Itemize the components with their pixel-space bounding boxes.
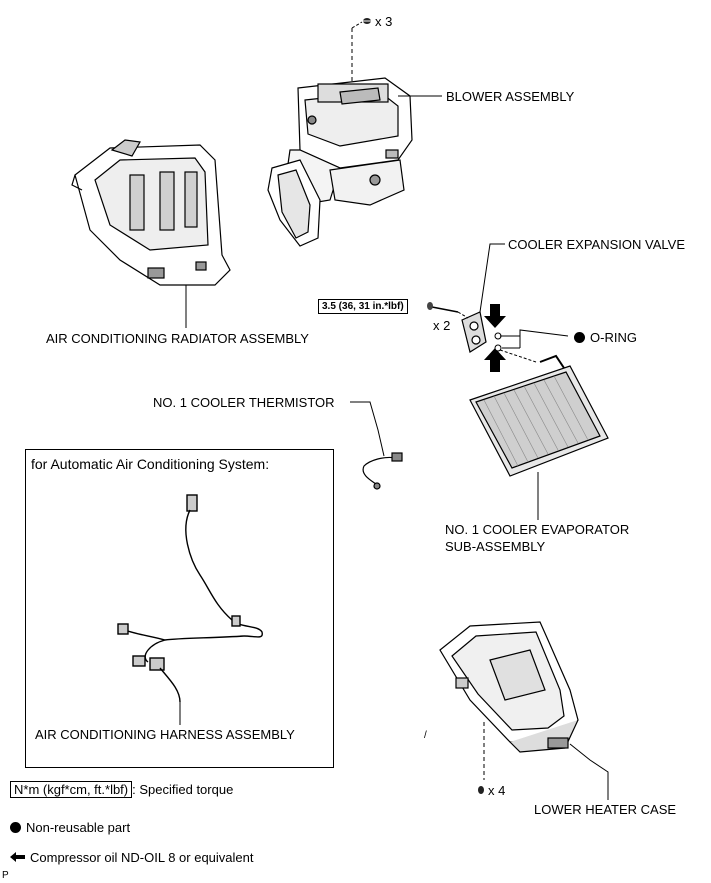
radiator-assembly-drawing bbox=[71, 139, 231, 286]
radiator-assembly-label: AIR CONDITIONING RADIATOR ASSEMBLY bbox=[46, 331, 309, 346]
screw-icon bbox=[362, 18, 372, 24]
leader-line bbox=[350, 401, 385, 457]
arrow-left-icon bbox=[10, 852, 25, 862]
harness-assembly-drawing bbox=[117, 494, 263, 703]
legend-torque: N*m (kgf*cm, ft.*lbf): Specified torque bbox=[10, 781, 234, 798]
cooler-evaporator-drawing bbox=[469, 354, 609, 477]
svg-text:/: / bbox=[424, 730, 427, 741]
blower-assembly-label: BLOWER ASSEMBLY bbox=[446, 89, 575, 104]
leader-line bbox=[569, 743, 609, 800]
lower-heater-case-drawing bbox=[439, 621, 579, 753]
automatic-ac-title: for Automatic Air Conditioning System: bbox=[31, 456, 270, 472]
non-reusable-text: Non-reusable part bbox=[26, 820, 131, 835]
corner-mark: P bbox=[2, 870, 9, 881]
screw-icon bbox=[478, 786, 484, 794]
filled-circle-icon bbox=[10, 822, 21, 833]
o-ring-label: O-RING bbox=[574, 330, 637, 345]
cooler-thermistor-drawing bbox=[362, 452, 403, 490]
legend-compressor-oil: Compressor oil ND-OIL 8 or equivalent bbox=[10, 850, 254, 865]
screw-count-bottom: x 4 bbox=[488, 783, 506, 798]
cooler-expansion-valve-drawing bbox=[461, 311, 487, 353]
bolt-icon bbox=[427, 302, 459, 313]
blower-assembly-drawing bbox=[267, 77, 413, 247]
evaporator-label-line1: NO. 1 COOLER EVAPORATOR bbox=[445, 522, 630, 537]
evaporator-label-line2: SUB-ASSEMBLY bbox=[445, 539, 546, 554]
leader-line bbox=[479, 243, 505, 313]
expansion-valve-label: COOLER EXPANSION VALVE bbox=[508, 237, 685, 252]
harness-assembly-label: AIR CONDITIONING HARNESS ASSEMBLY bbox=[35, 727, 295, 742]
torque-spec-label: 3.5 (36, 31 in.*lbf) bbox=[318, 299, 408, 314]
bolt-count-label: x 2 bbox=[433, 318, 451, 333]
filled-circle-icon bbox=[574, 332, 585, 343]
screw-count-top: x 3 bbox=[375, 14, 393, 29]
automatic-ac-inset-box: for Automatic Air Conditioning System: A… bbox=[25, 449, 334, 768]
thermistor-label: NO. 1 COOLER THERMISTOR bbox=[153, 395, 335, 410]
legend-non-reusable: Non-reusable part bbox=[10, 820, 130, 835]
torque-unit-box: N*m (kgf*cm, ft.*lbf) bbox=[10, 781, 133, 798]
lower-heater-case-label: LOWER HEATER CASE bbox=[534, 802, 677, 817]
compressor-oil-text: Compressor oil ND-OIL 8 or equivalent bbox=[30, 850, 254, 865]
o-ring-text: O-RING bbox=[590, 330, 637, 345]
leader-line bbox=[500, 329, 569, 337]
torque-legend-text: : Specified torque bbox=[132, 782, 234, 797]
oil-arrow-icon bbox=[484, 304, 506, 372]
